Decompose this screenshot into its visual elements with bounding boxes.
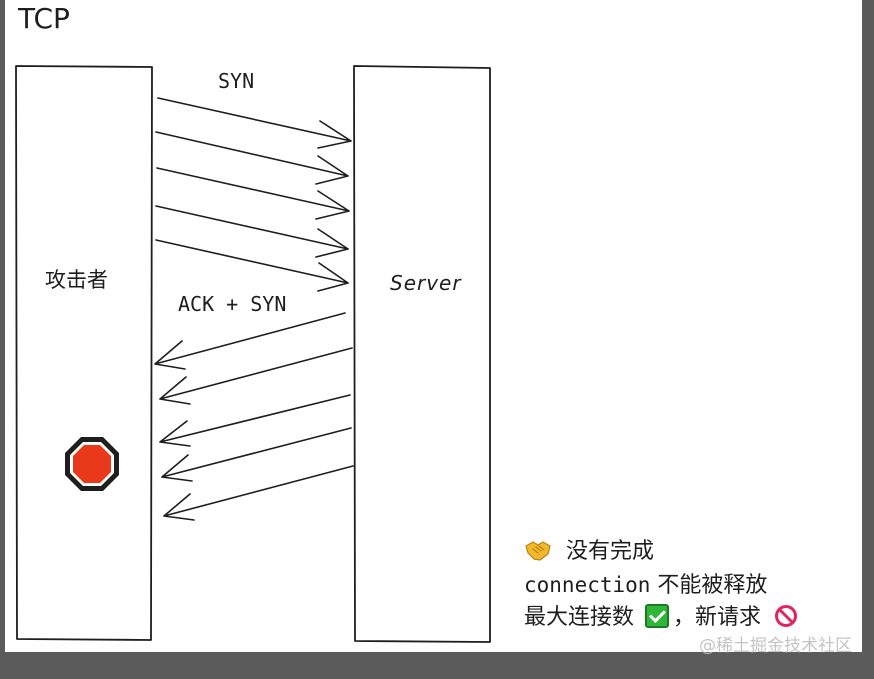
- page-title: TCP: [18, 2, 70, 35]
- note-connection-code: connection: [524, 573, 651, 597]
- check-mark-button-icon: [645, 604, 670, 628]
- watermark: @稀土掘金技术社区: [699, 636, 852, 656]
- ack-syn-arrow-4: [161, 427, 352, 482]
- syn-arrows: [155, 97, 352, 292]
- syn-label: SYN: [218, 69, 255, 93]
- server-box: [353, 65, 491, 643]
- note-line-1: 没有完成: [524, 538, 654, 566]
- ack-syn-arrow-3: [159, 394, 351, 447]
- ack-syn-label: ACK + SYN: [178, 292, 287, 316]
- note-new-request: ，新请求: [673, 605, 762, 630]
- prohibited-icon: [775, 605, 798, 627]
- ack-syn-arrow-2: [159, 347, 353, 405]
- ack-syn-arrows: [154, 312, 354, 521]
- syn-arrow-4: [155, 205, 349, 258]
- syn-arrow-2: [155, 131, 349, 185]
- whiteboard: [5, 0, 862, 652]
- syn-arrow-5: [155, 239, 349, 292]
- attacker-label: 攻击者: [45, 268, 108, 292]
- server-label: Server: [390, 271, 462, 295]
- syn-arrow-1: [157, 97, 352, 149]
- ack-syn-arrow-1: [154, 312, 346, 370]
- syn-arrow-3: [156, 167, 350, 220]
- note-max-connections: 最大连接数: [524, 605, 635, 630]
- attacker-box: [15, 65, 153, 641]
- octagonal-sign-icon: [65, 437, 119, 491]
- handshake-icon: [525, 541, 551, 561]
- note-line-3: 最大连接数 ，新请求: [524, 604, 798, 632]
- ack-syn-arrow-5: [163, 465, 354, 521]
- note-line-2: connection 不能被释放: [524, 571, 767, 600]
- note-cannot-release: 不能被释放: [650, 573, 768, 598]
- note-not-completed: 没有完成: [566, 539, 655, 564]
